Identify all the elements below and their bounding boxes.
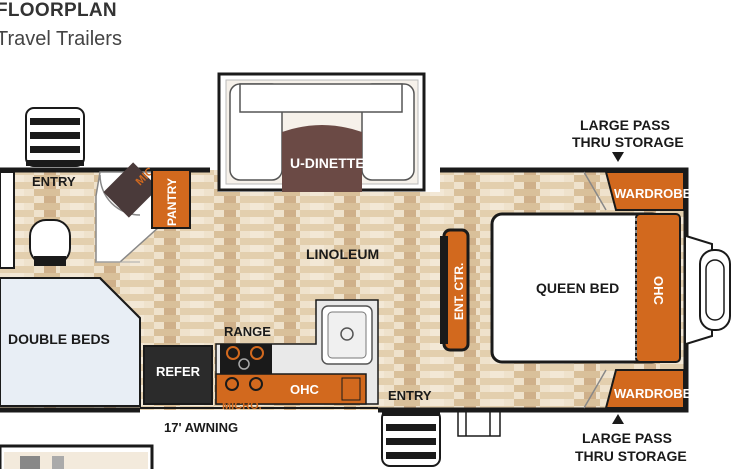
ohc-kitchen-label: OHC [290, 382, 320, 397]
large-pass-top-line1: LARGE PASS [580, 117, 670, 133]
wardrobe-bottom-label: WARDROBE [614, 386, 692, 401]
wardrobe-top: WARDROBE [583, 171, 692, 211]
toilet [29, 219, 71, 266]
range-label: RANGE [224, 324, 271, 339]
wardrobe-bottom: WARDROBE [583, 369, 692, 409]
dinette-slideout [217, 72, 426, 192]
pantry-label: PANTRY [165, 178, 179, 226]
large-pass-bottom-line2: THRU STORAGE [575, 448, 687, 464]
ohc-bed-label: OHC [651, 276, 666, 306]
entry-top-label: ENTRY [32, 174, 76, 189]
pass-thru-storage-bottom: LARGE PASS THRU STORAGE [575, 414, 687, 464]
entry-door-swing [99, 174, 141, 216]
microwave-cabinet: MIC [103, 162, 159, 218]
page-title: FLOORPLAN [0, 0, 117, 21]
range [220, 344, 272, 374]
entry-steps-bottom [381, 409, 441, 467]
linoleum-label: LINOLEUM [306, 246, 379, 262]
refrigerator: REFER [143, 345, 213, 405]
queen-bed-label: QUEEN BED [536, 280, 619, 296]
page-subtitle: Travel Trailers [0, 28, 122, 50]
next-floorplan-partial [0, 444, 154, 469]
pantry-cabinet: PANTRY [151, 169, 191, 229]
entry-bottom-label: ENTRY [388, 388, 432, 403]
micro-label: MICRO. [222, 400, 262, 412]
large-pass-bottom-line1: LARGE PASS [582, 430, 672, 446]
ent-ctr-label: ENT. CTR. [452, 263, 466, 320]
arrow-up-icon [612, 414, 624, 424]
arrow-down-icon [612, 152, 624, 162]
entertainment-center: ENT. CTR. [440, 228, 470, 352]
entry-steps-top [25, 107, 85, 167]
awning-label: 17' AWNING [164, 420, 238, 435]
u-dinette-label: U-DINETTE [290, 155, 365, 171]
refer-label: REFER [156, 364, 201, 379]
queen-bed: QUEEN BED OHC [490, 212, 681, 364]
double-beds-label: DOUBLE BEDS [8, 331, 110, 347]
kitchen-ohc: OHC [215, 373, 367, 405]
large-pass-top-line2: THRU STORAGE [572, 134, 684, 150]
hitch [685, 235, 731, 345]
bunk-area [0, 171, 141, 407]
entry-handrail [457, 410, 501, 437]
pass-thru-storage-top: LARGE PASS THRU STORAGE [572, 117, 684, 162]
wardrobe-top-label: WARDROBE [614, 186, 692, 201]
